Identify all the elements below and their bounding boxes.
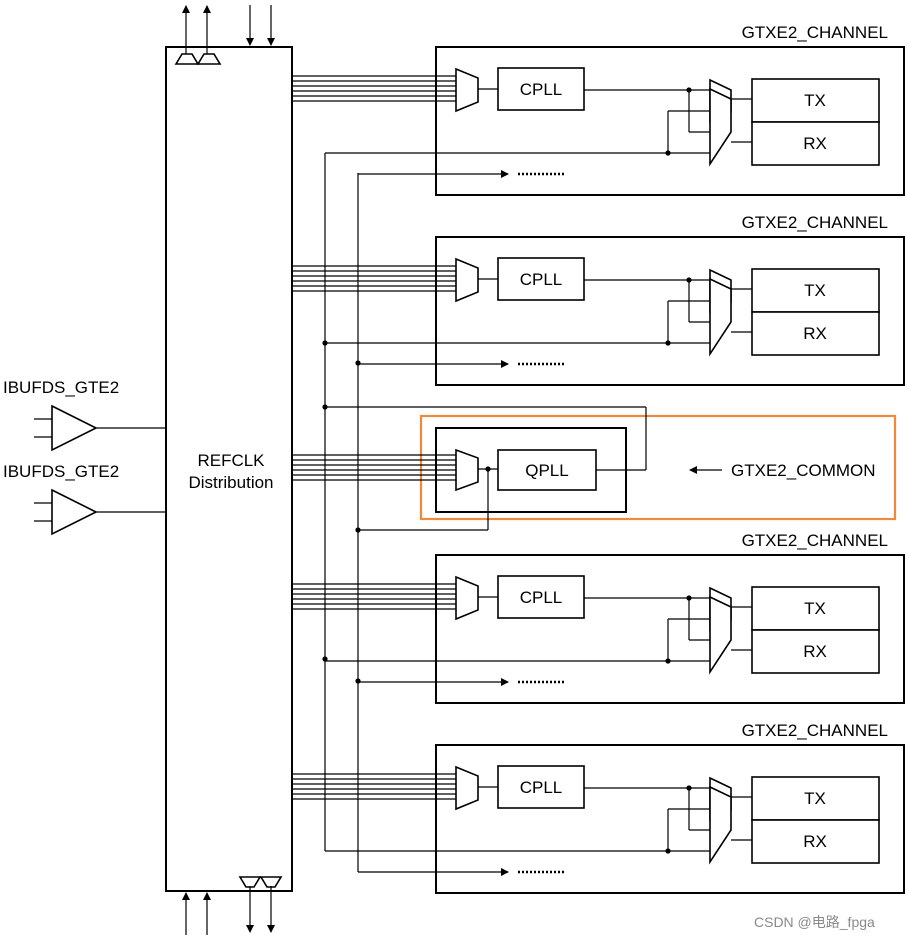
distribution-trunks [324,153,359,872]
watermark: CSDN @电路_fpga [754,914,875,930]
cpll-input-mux [455,67,479,113]
refclk-bus [292,75,456,102]
rx-clock-mux [709,785,732,865]
cpll-label: CPLL [520,80,563,99]
qpll-label: QPLL [525,461,568,480]
channel-title: GTXE2_CHANNEL [742,721,888,740]
refclk-bus [292,454,456,481]
gtxe2-channel-block: GTXE2_CHANNEL CPLL TX RX [292,23,905,196]
cpll-block [497,765,585,809]
rx-clock-mux [709,87,732,167]
cpll-block [497,575,585,619]
channel-title: GTXE2_CHANNEL [742,23,888,42]
tx-block [751,776,880,821]
cpll-input-mux [455,257,479,303]
tx-block [751,78,880,123]
rx-clock-mux [709,595,732,675]
qpll-block [497,449,597,491]
gtxe2-common-block: QPLL GTXE2_COMMON [292,406,897,531]
top-clock-ports [174,5,275,65]
cpll-label: CPLL [520,270,563,289]
cpll-block [497,67,585,111]
ibufds-label: IBUFDS_GTE2 [3,378,119,397]
rx-label: RX [803,832,827,851]
rx-block [751,311,880,356]
trunk-junctions [322,340,361,684]
channel-title: GTXE2_CHANNEL [742,213,888,232]
tx-block [751,268,880,313]
channels-layer: GTXE2_CHANNEL CPLL TX RX GTXE2_CHANNEL CPLL TX… [292,23,905,894]
channel-title: GTXE2_CHANNEL [742,531,888,550]
cpll-input-mux [455,575,479,621]
ibufds-buffer-1: IBUFDS_GTE2 [3,378,166,452]
refclk-bus [292,583,456,610]
tx-label: TX [804,281,826,300]
refclk-bus [292,773,456,800]
refclk-distribution-block: REFCLK Distribution [165,46,293,892]
cpll-input-mux [455,765,479,811]
ibufds-buffer-2: IBUFDS_GTE2 [3,462,166,536]
rx-label: RX [803,642,827,661]
gtxe2-channel-block: GTXE2_CHANNEL CPLL TX RX [292,721,905,894]
cpll-block [497,257,585,301]
rx-block [751,629,880,674]
cpll-label: CPLL [520,778,563,797]
rx-block [751,819,880,864]
bottom-clock-ports [182,876,283,935]
rx-block [751,121,880,166]
qpll-input-mux [455,448,479,492]
rx-clock-mux [709,277,732,357]
ibufds-label: IBUFDS_GTE2 [3,462,119,481]
common-highlight-frame [419,414,897,521]
rx-label: RX [803,134,827,153]
refclk-label-line2: Distribution [188,473,273,492]
gtxe2-channel-block: GTXE2_CHANNEL CPLL TX RX [292,531,905,704]
rx-label: RX [803,324,827,343]
refclk-label-line1: REFCLK [197,451,265,470]
tx-label: TX [804,91,826,110]
refclk-bus [292,265,456,292]
cpll-label: CPLL [520,588,563,607]
tx-label: TX [804,789,826,808]
tx-label: TX [804,599,826,618]
gtxe2-channel-block: GTXE2_CHANNEL CPLL TX RX [292,213,905,386]
common-label: GTXE2_COMMON [731,461,876,480]
